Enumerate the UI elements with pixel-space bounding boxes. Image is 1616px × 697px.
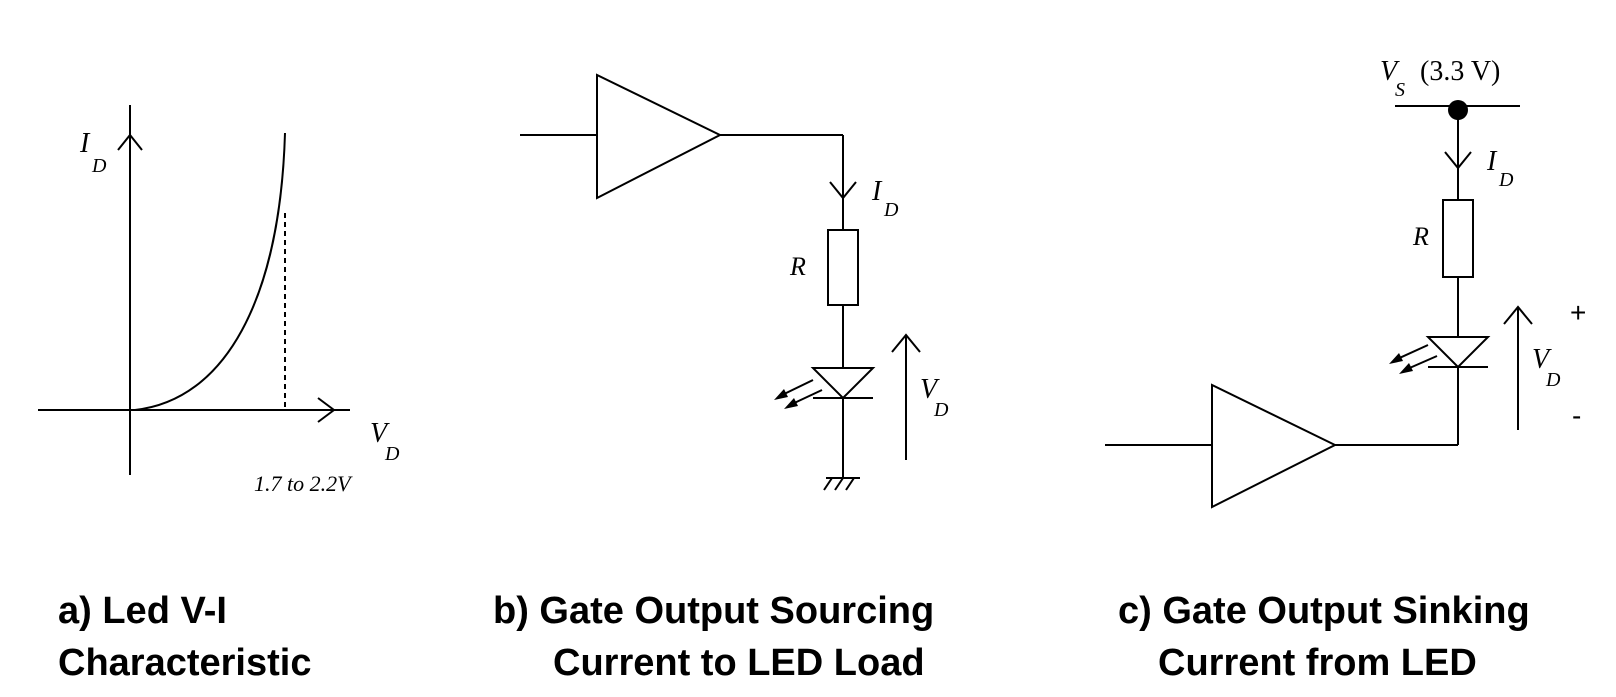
current-arrow — [829, 181, 857, 200]
caption-c-line2: Current from LED — [1158, 642, 1477, 684]
resistor-label: R — [1412, 222, 1429, 251]
led-emission-arrows-icon — [774, 379, 823, 409]
current-label-sub: D — [883, 199, 899, 221]
resistor-label: R — [789, 252, 806, 281]
caption-b: b) Gate Output Sourcing Current to LED L… — [493, 585, 934, 689]
caption-a: a) Led V-I Characteristic — [58, 585, 311, 689]
current-label-sub: D — [1498, 169, 1514, 191]
panel-c-sinking-circuit: V S (3.3 V) I D R V D + - — [1105, 56, 1586, 509]
current-label: I — [1486, 146, 1498, 177]
caption-c: c) Gate Output Sinking Current from LED — [1118, 585, 1530, 689]
led-emission-arrows-icon — [1389, 344, 1438, 374]
iv-curve — [134, 132, 286, 411]
caption-c-line1: c) Gate Output Sinking — [1118, 590, 1530, 632]
minus-sign: - — [1572, 400, 1581, 431]
voltage-label: V — [1532, 344, 1552, 375]
led-symbol — [1425, 336, 1491, 369]
caption-a-line1: a) Led V-I — [58, 590, 227, 632]
resistor-symbol — [827, 229, 859, 306]
y-axis-arrowhead — [117, 133, 143, 151]
x-axis-label-sub: D — [384, 443, 400, 465]
ground-icon — [823, 477, 860, 491]
gate-buffer-symbol — [596, 73, 723, 200]
resistor-symbol — [1442, 199, 1474, 278]
voltage-label-sub: D — [933, 399, 949, 421]
plus-sign: + — [1570, 297, 1586, 328]
supply-value: (3.3 V) — [1420, 56, 1500, 87]
caption-a-line2: Characteristic — [58, 642, 312, 684]
voltage-label-sub: D — [1545, 369, 1561, 391]
y-axis-label: I — [79, 128, 91, 159]
panel-a-vi-plot: I D V D 1.7 to 2.2V — [38, 105, 400, 496]
caption-b-line1: b) Gate Output Sourcing — [493, 590, 935, 632]
voltage-arrowhead — [1503, 305, 1533, 325]
panel-b-sourcing-circuit: I D R V D — [520, 73, 949, 491]
x-axis-arrowhead — [317, 397, 336, 423]
x-axis-label: V — [370, 418, 390, 449]
voltage-arrowhead — [891, 333, 921, 353]
y-axis-label-sub: D — [91, 155, 107, 177]
voltage-label: V — [920, 374, 940, 405]
gate-buffer-symbol — [1211, 383, 1338, 509]
threshold-label: 1.7 to 2.2V — [254, 471, 353, 496]
supply-label: V — [1380, 56, 1400, 87]
current-arrow — [1444, 151, 1472, 170]
caption-b-line2: Current to LED Load — [553, 642, 925, 684]
led-symbol — [810, 367, 876, 400]
supply-label-sub: S — [1395, 79, 1405, 101]
current-label: I — [871, 176, 883, 207]
